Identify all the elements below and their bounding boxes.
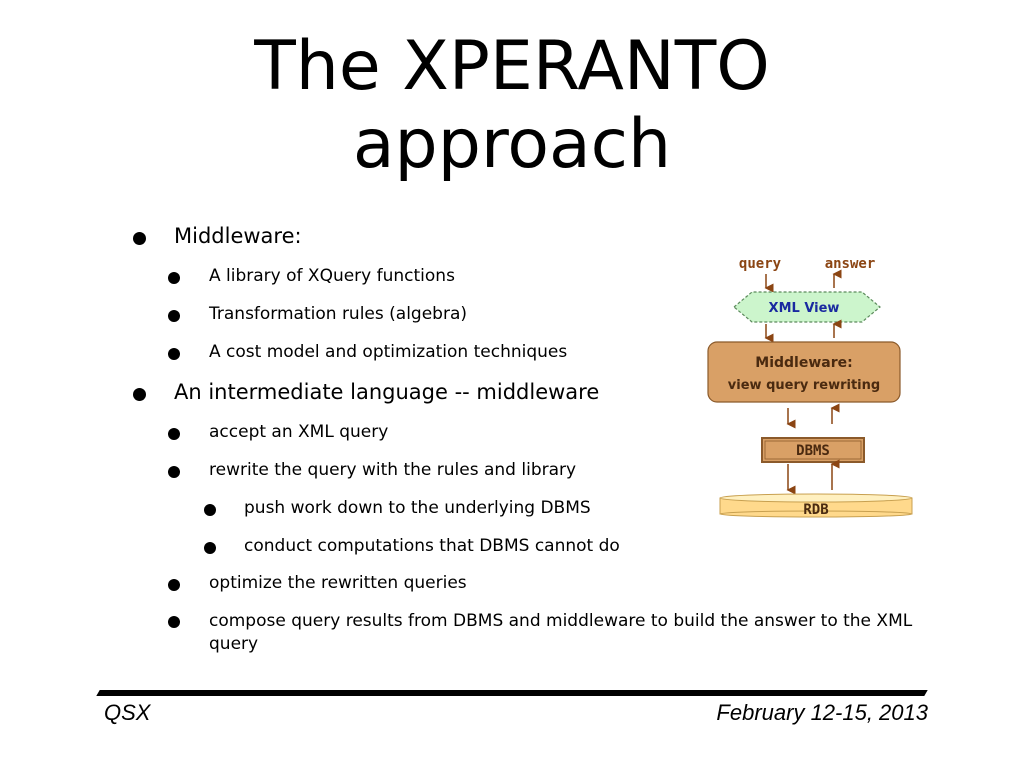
bullet-item: Middleware: (133, 224, 302, 248)
dbms-box (761, 437, 865, 463)
bullet-text: conduct computations that DBMS cannot do (244, 536, 620, 556)
bullet-dot-icon (168, 428, 180, 440)
footer-divider (96, 690, 928, 696)
bullet-dot-icon (168, 616, 180, 628)
bullet-text: accept an XML query (209, 422, 389, 442)
xml-view-label: XML View (769, 301, 840, 316)
bullet-dot-icon (168, 348, 180, 360)
middleware-title: Middleware: (755, 355, 852, 371)
footer-date: February 12-15, 2013 (716, 700, 928, 725)
bullet-dot-icon (168, 466, 180, 478)
title-line-2: approach (352, 105, 672, 184)
dbms-box-inner (764, 440, 862, 460)
title-line-1: The XPERANTO (254, 27, 770, 106)
rdb-label: RDB (803, 502, 828, 518)
bullet-text: optimize the rewritten queries (209, 573, 467, 593)
bullet-item: rewrite the query with the rules and lib… (168, 460, 577, 480)
bullet-text: Transformation rules (algebra) (209, 304, 468, 324)
dbms-label: DBMS (796, 443, 830, 459)
bullet-item: optimize the rewritten queries (168, 573, 467, 593)
bullet-item: A cost model and optimization techniques (168, 342, 568, 362)
rdb-cylinder-bottom (719, 510, 913, 518)
slide-title: The XPERANTO approach (0, 28, 1024, 184)
rdb-cylinder-top (719, 493, 913, 503)
bullet-item: A library of XQuery functions (168, 266, 455, 286)
bullet-text: rewrite the query with the rules and lib… (209, 460, 577, 480)
bullet-dot-icon (168, 272, 180, 284)
bullet-item: push work down to the underlying DBMS (204, 498, 591, 518)
bullet-text: Middleware: (174, 224, 302, 248)
bullet-dot-icon (168, 310, 180, 322)
bullet-item: accept an XML query (168, 422, 389, 442)
bullet-item: conduct computations that DBMS cannot do (204, 536, 620, 556)
footer-left-text: QSX (104, 700, 151, 725)
bullet-item: Transformation rules (algebra) (168, 304, 468, 324)
bullet-text: compose query results from DBMS and midd… (209, 611, 913, 654)
bullet-text: push work down to the underlying DBMS (244, 498, 591, 518)
bullet-item: An intermediate language -- middleware (133, 380, 600, 404)
bullet-dot-icon (133, 388, 146, 401)
bullet-dot-icon (204, 542, 216, 554)
answer-label: answer (825, 256, 876, 272)
bullet-dot-icon (168, 579, 180, 591)
architecture-diagram: query answer XML View Middleware: view q… (707, 256, 913, 518)
query-label: query (739, 256, 782, 272)
bullet-item: compose query results from DBMS and midd… (168, 610, 929, 656)
bullet-dot-icon (204, 504, 216, 516)
bullet-dot-icon (133, 232, 146, 245)
middleware-box (707, 341, 901, 403)
xml-view-hexagon (733, 291, 881, 323)
bullet-text: A cost model and optimization techniques (209, 342, 568, 362)
middleware-subtitle: view query rewriting (728, 378, 880, 393)
bullet-text: A library of XQuery functions (209, 266, 455, 286)
bullet-text: An intermediate language -- middleware (174, 380, 600, 404)
